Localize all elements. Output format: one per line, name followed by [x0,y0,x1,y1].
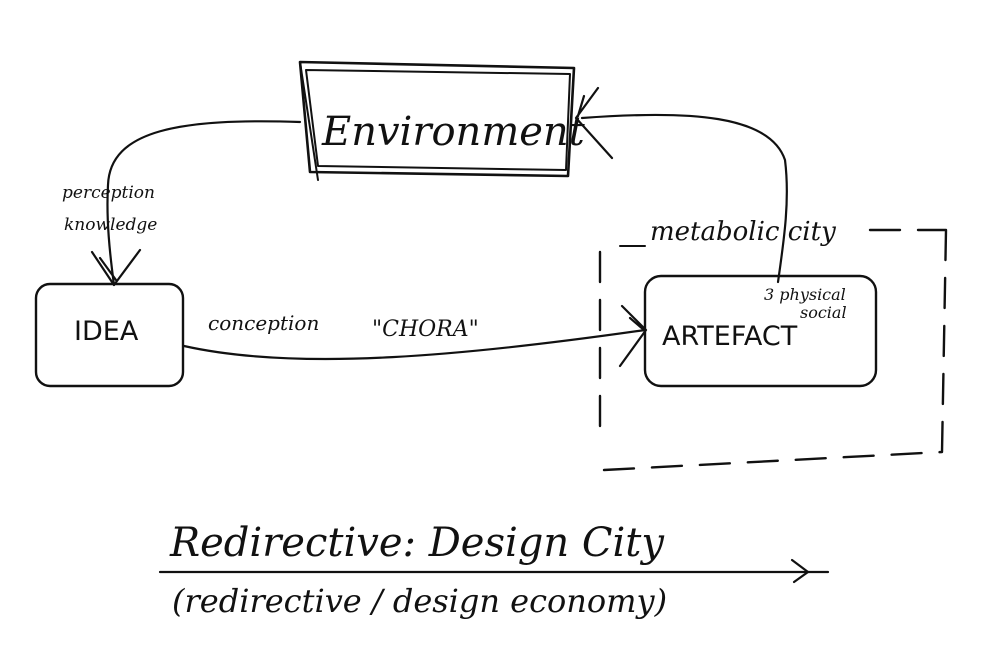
idea-to-artefact-connector [182,328,647,361]
caption-title: Redirective: Design City [169,520,665,566]
artefact-label: ARTEFACT [662,321,798,352]
caption-subtitle: (redirective / design economy) [172,582,667,620]
arrowhead-into-idea [90,248,142,287]
caption: Redirective: Design City (redirective / … [158,520,830,620]
knowledge-label: knowledge [64,215,157,235]
conception-label: conception [208,311,319,335]
environment-label: Environment [321,109,586,155]
perception-label: perception [62,183,155,203]
chora-label: "CHORA" [372,317,479,342]
arrowhead-into-artefact [618,304,648,368]
social-label: social [800,303,847,322]
artefact-to-environment-connector [580,113,788,284]
idea-label: IDEA [74,316,139,347]
metabolic-city-boundary: metabolic city [598,217,948,472]
idea-node: IDEA [34,282,185,388]
physical-label: 3 physical [764,285,846,304]
environment-to-idea-connector [106,120,302,287]
arrowhead-into-environment [574,86,614,160]
environment-node: Environment [298,60,586,181]
artefact-node: ARTEFACT 3 physical social [643,274,878,388]
metabolic-city-label: metabolic city [650,217,836,247]
